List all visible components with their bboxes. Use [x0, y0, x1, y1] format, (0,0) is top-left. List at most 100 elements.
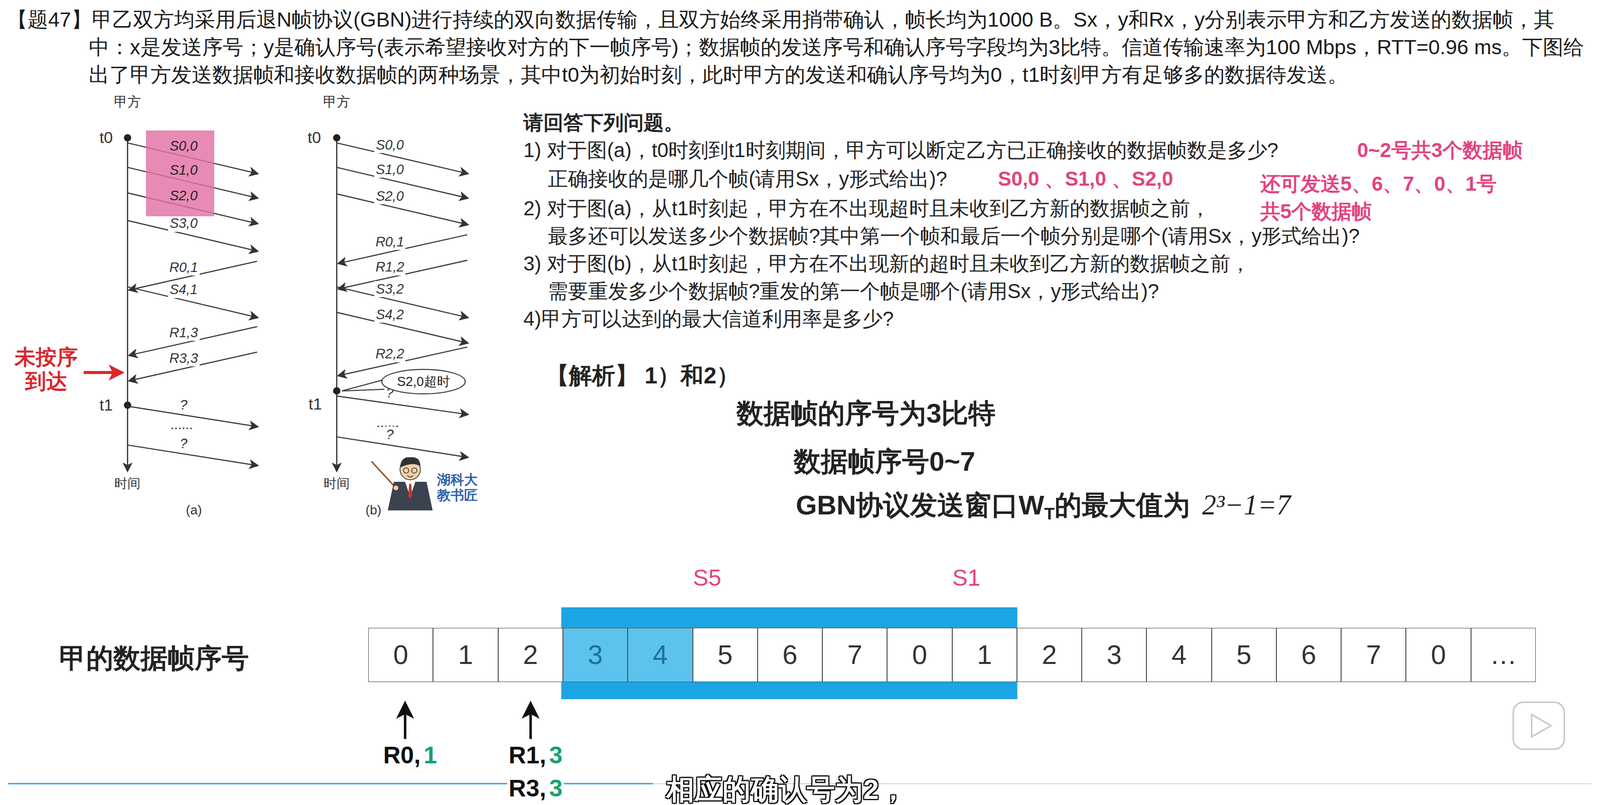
- ack-label: R3,: [507, 773, 548, 803]
- figure-label: (b): [365, 502, 382, 518]
- time-label: t1: [99, 395, 113, 415]
- question-text: 1) 对于图(a)，t0时刻到t1时刻期间，甲方可以断定乙方已正确接收的数据帧数…: [523, 137, 1279, 163]
- window-band: [561, 607, 1018, 699]
- row-label: 甲的数据帧序号: [59, 641, 249, 675]
- cartoon-glasses: [403, 467, 409, 474]
- pointer-arrow: [529, 703, 532, 739]
- frame-label: R0,1: [373, 233, 406, 250]
- ellipsis-label: ......: [170, 416, 194, 433]
- message-arrow: [127, 445, 257, 466]
- question-text: 需要重发多少个数据帧?重发的第一个帧是哪个(请用Sx，y形式给出)?: [547, 278, 1159, 304]
- frame-label: S3,0: [168, 215, 200, 232]
- frame-label: S1,0: [374, 161, 406, 178]
- node-text: S1,0: [169, 162, 198, 179]
- frame-label: S0,0: [374, 136, 406, 154]
- question-text: 2) 对于图(a)，从t1时刻起，甲方在不出现超时且未收到乙方新的数据帧之前，: [523, 196, 1211, 221]
- node-text: 5: [1236, 638, 1252, 671]
- sequence-cell: 0: [368, 627, 433, 682]
- frame-label: R1,2: [373, 258, 406, 275]
- watermark: 湖科大 教书匠: [435, 472, 479, 504]
- node-text: 3: [588, 638, 604, 671]
- node-text: 7: [847, 638, 863, 671]
- ack-number: 1: [421, 740, 439, 770]
- ack-number: 3: [547, 740, 565, 770]
- frame-label: S2,0: [374, 188, 406, 205]
- frame-label: ?: [178, 435, 190, 452]
- pointer-stick: [371, 461, 396, 488]
- frame-label: R0,1: [168, 259, 200, 276]
- sequence-cell: …: [1471, 627, 1536, 682]
- formula: 2³−1=7: [1202, 488, 1291, 522]
- answer-note: 还可发送5、6、7、0、1号: [1260, 171, 1497, 196]
- cartoon-tie: [408, 483, 413, 500]
- side-label: 甲方: [113, 93, 141, 110]
- node-text: S0,0: [169, 137, 198, 155]
- node-text: 1: [458, 638, 474, 671]
- play-button: [1513, 701, 1565, 750]
- message-arrow: [336, 395, 468, 415]
- frame-label: R1,3: [168, 324, 200, 341]
- question-text: 3) 对于图(b)，从t1时刻起，甲方在不出现新的超时且未收到乙方新的数据帧之前…: [523, 251, 1251, 276]
- time-axis: [126, 137, 128, 471]
- question-text: 正确接收的是哪几个帧(请用Sx，y形式给出)?: [547, 166, 948, 191]
- message-arrow: [336, 436, 468, 458]
- sequence-cell: 1: [952, 627, 1017, 682]
- side-label: 甲方: [323, 93, 351, 110]
- frame-label: S4,2: [374, 306, 406, 323]
- sequence-cell: 2: [1016, 627, 1082, 682]
- bubble-ellipse: [381, 369, 466, 394]
- time-dot: [333, 387, 341, 395]
- pointer-arrow: [403, 703, 407, 739]
- sequence-cell: 7: [822, 627, 888, 682]
- node-text: …: [1489, 638, 1517, 671]
- note-text: 未按序 到达: [13, 345, 79, 394]
- sequence-cell: 6: [757, 627, 823, 682]
- time-dot: [123, 401, 132, 409]
- node-text: S2,0超时: [396, 373, 451, 390]
- sequence-cell: 6: [1276, 627, 1342, 682]
- sequence-cell: 7: [1341, 627, 1406, 682]
- time-axis: [336, 137, 338, 471]
- node-text: 0: [393, 638, 409, 671]
- play-icon: [1531, 714, 1552, 738]
- pointer-label: S1: [952, 563, 981, 592]
- analysis-heading: 【解析】 1）和2）: [545, 361, 740, 390]
- node-text: 3: [1106, 638, 1122, 671]
- subscript: T: [1044, 503, 1055, 524]
- sequence-cell: 4: [1146, 627, 1212, 682]
- node-text: 4: [652, 638, 668, 671]
- sequence-cell: 4: [627, 627, 693, 682]
- sequence-cell: 5: [1211, 627, 1277, 682]
- node-text: 5: [717, 638, 733, 671]
- ack-label: R1,: [507, 740, 548, 770]
- cartoon-mouth: [406, 475, 413, 478]
- node-text: 7: [1366, 638, 1382, 671]
- sequence-cell: 2: [498, 627, 563, 682]
- note-arrow: [83, 370, 122, 374]
- frame-label: S4,1: [168, 281, 200, 298]
- analysis-text: 数据帧序号0~7: [793, 445, 976, 478]
- answer-note: 0~2号共3个数据帧: [1357, 137, 1523, 163]
- node-text: 2: [522, 638, 538, 671]
- cartoon-hand: [393, 485, 399, 491]
- frame-label: ?: [178, 396, 190, 413]
- analysis-text: 数据帧的序号为3比特: [736, 396, 996, 430]
- axis-label: 时间: [323, 475, 350, 492]
- sequence-cell: 3: [1081, 627, 1147, 682]
- time-dot: [333, 133, 341, 142]
- cartoon-glasses: [411, 467, 417, 474]
- time-label: t0: [307, 127, 322, 148]
- question-text: 最多还可以发送多少个数据帧?其中第一个帧和最后一个帧分别是哪个(请用Sx，y形式…: [547, 223, 1360, 248]
- node-text: S2,0: [169, 187, 198, 204]
- node-text: 2: [1041, 638, 1057, 671]
- frame-label: S3,2: [374, 280, 406, 298]
- sequence-cell: 3: [562, 627, 628, 682]
- answer-note: 共5个数据帧: [1260, 199, 1372, 224]
- node-text: 1: [976, 638, 992, 671]
- question-title: 【题47】甲乙双方均采用后退N帧协议(GBN)进行持续的双向数据传输，且双方始终…: [7, 6, 1593, 89]
- node-text: 4: [1171, 638, 1187, 671]
- time-label: t0: [99, 127, 113, 148]
- subtitle: 相应的确认号为2，: [666, 772, 907, 805]
- frame-label: R3,3: [168, 350, 200, 367]
